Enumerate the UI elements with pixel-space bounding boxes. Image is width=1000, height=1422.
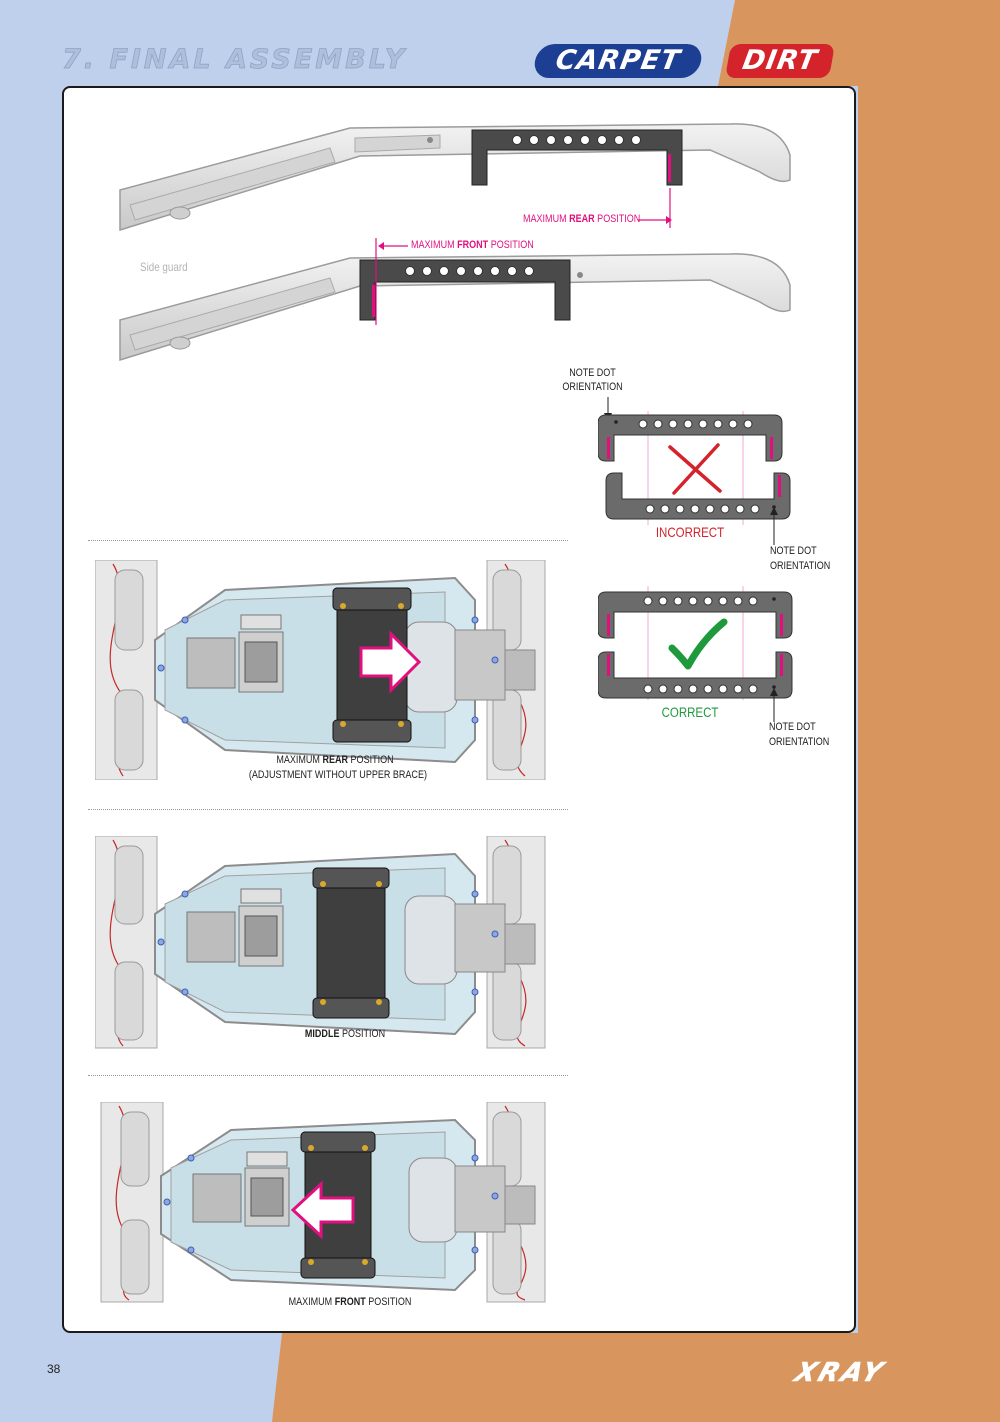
max-rear-position-label: MAXIMUM REAR POSITION: [523, 213, 640, 225]
caption-part: POSITION: [339, 1028, 386, 1040]
label-part: POSITION: [594, 213, 641, 225]
caption-line: (ADJUSTMENT WITHOUT UPPER BRACE): [248, 769, 427, 781]
incorrect-label: INCORRECT: [655, 524, 725, 540]
note-dot-label-1: NOTE DOT ORIENTATION: [554, 366, 632, 394]
note-line: ORIENTATION: [770, 560, 831, 572]
caption-part-bold: MIDDLE: [304, 1028, 340, 1040]
chassis-view-rear: [95, 560, 546, 780]
caption-rear-position: MAXIMUM REAR POSITION (ADJUSTMENT WITHOU…: [248, 753, 427, 783]
red-cross-icon: [668, 443, 722, 495]
page-number: 38: [47, 1362, 61, 1376]
dirt-badge: DIRT: [725, 44, 835, 78]
orientation-correct-diagram: [598, 586, 793, 700]
caption-part: MAXIMUM: [276, 754, 323, 766]
arrow-left-icon: [290, 1180, 355, 1240]
caption-part-bold: FRONT: [334, 1296, 366, 1308]
chassis-view-front: [100, 1102, 546, 1303]
green-checkmark-icon: [668, 618, 728, 670]
caption-front-position: MAXIMUM FRONT POSITION: [268, 1296, 432, 1308]
note-line: ORIENTATION: [769, 736, 830, 748]
section-title: 7. FINAL ASSEMBLY: [62, 44, 408, 76]
side-guard-diagram: [119, 123, 791, 362]
chassis-base: [95, 836, 546, 1049]
section-divider: [88, 540, 568, 541]
battery-brace-plate: [300, 1131, 376, 1279]
note-dot-label-2: NOTE DOT ORIENTATION: [770, 544, 830, 574]
label-part: MAXIMUM: [411, 239, 458, 251]
orientation-incorrect-diagram: [598, 397, 791, 525]
caption-part: POSITION: [365, 1296, 412, 1308]
side-guard-label: Side guard: [140, 260, 188, 274]
caption-part: MAXIMUM: [288, 1296, 335, 1308]
max-front-position-label: MAXIMUM FRONT POSITION: [411, 239, 534, 251]
xray-logo: XRAY: [791, 1358, 889, 1389]
section-divider: [88, 1075, 568, 1076]
note-line: NOTE DOT: [769, 721, 816, 733]
note-dot-pointer-2: [770, 507, 778, 545]
correct-label: CORRECT: [661, 704, 719, 720]
label-part: POSITION: [488, 239, 534, 251]
note-dot-pointer-3: [770, 688, 778, 722]
carpet-badge: CARPET: [532, 44, 704, 78]
note-line: NOTE DOT: [770, 545, 817, 557]
brace-plate-front: [359, 259, 571, 321]
label-part-bold: FRONT: [457, 239, 489, 251]
label-part: MAXIMUM: [523, 213, 570, 225]
caption-middle-position: MIDDLE POSITION: [275, 1028, 414, 1040]
note-line: ORIENTATION: [562, 381, 623, 393]
caption-part: POSITION: [348, 754, 394, 766]
caption-part-bold: REAR: [322, 754, 349, 766]
chassis-base: [95, 560, 546, 780]
side-guard-rail-lower: [119, 253, 791, 362]
caption-line: MAXIMUM REAR POSITION: [249, 753, 421, 768]
note-dot-label-3: NOTE DOT ORIENTATION: [769, 720, 829, 750]
note-line: NOTE DOT: [569, 367, 616, 379]
side-guard-rail-upper: [119, 123, 791, 232]
arrow-right-icon: [359, 630, 422, 694]
label-part-bold: REAR: [569, 213, 595, 225]
brace-plate-rear: [471, 129, 683, 186]
section-divider: [88, 809, 568, 810]
battery-brace-plate: [312, 867, 390, 1019]
chassis-view-middle: [95, 836, 546, 1049]
